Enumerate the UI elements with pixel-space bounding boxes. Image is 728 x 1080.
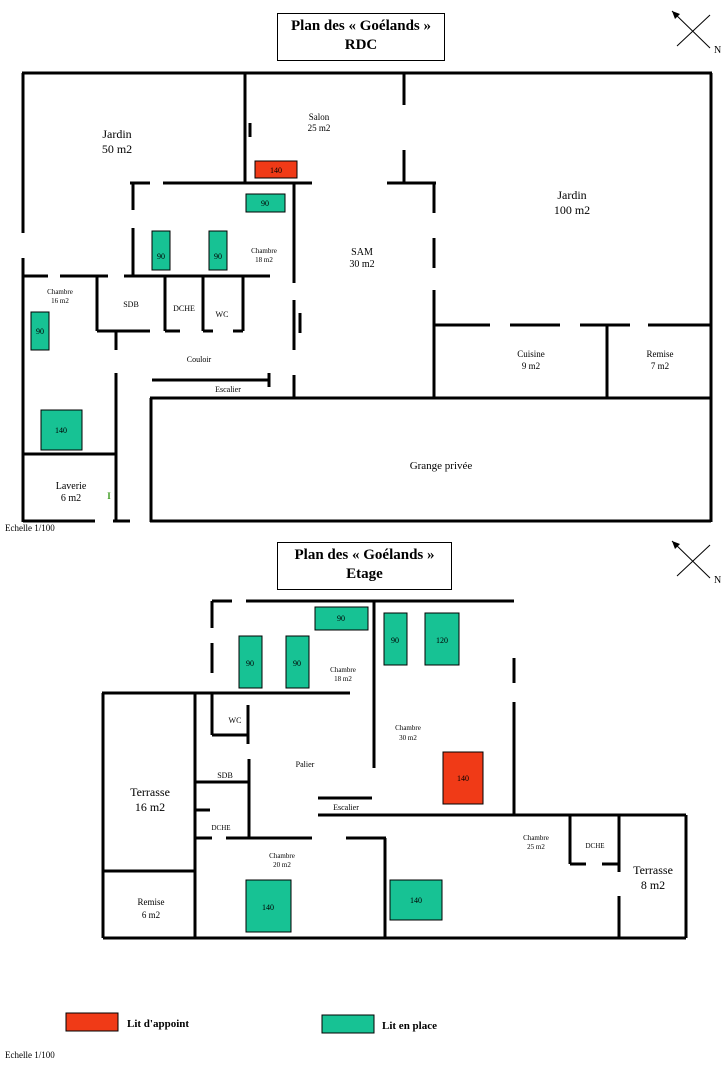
legend-en-place-label: Lit en place <box>382 1020 437 1032</box>
bed-label: 90 <box>293 659 301 668</box>
room-name: DCHE <box>173 304 195 313</box>
room-name: Jardin <box>557 188 586 202</box>
room-area: 50 m2 <box>102 142 132 156</box>
etage-title-line2: Etage <box>346 566 383 582</box>
room-area: 20 m2 <box>273 861 291 869</box>
room-name: Chambre <box>251 247 277 255</box>
room-area: 100 m2 <box>554 203 590 217</box>
room-area: 6 m2 <box>142 910 160 920</box>
bed-en-place <box>208 230 228 271</box>
room-name: DCHE <box>585 842 604 850</box>
rdc-title: Plan des « Goélands » RDC <box>277 13 445 61</box>
bed-label: 90 <box>246 659 254 668</box>
room-area: 30 m2 <box>349 259 374 270</box>
rdc-title-line2: RDC <box>344 37 378 53</box>
bed-label: 90 <box>214 252 222 261</box>
room-name: Chambre <box>330 666 356 674</box>
bed-en-place <box>40 409 83 451</box>
room-name: Salon <box>309 112 330 122</box>
bed-label: 90 <box>36 327 44 336</box>
bed-en-place <box>314 606 369 631</box>
room-name: Chambre <box>269 852 295 860</box>
bed-appoint <box>254 160 298 179</box>
room-name: WC <box>216 310 229 319</box>
room-name: Remise <box>647 349 674 359</box>
room-name: DCHE <box>211 824 230 832</box>
etage-north-arrow-icon <box>671 540 711 579</box>
rdc-labels: Jardin 50 m2 Salon 25 m2 Jardin 100 m2 C… <box>5 112 674 533</box>
room-area: 9 m2 <box>522 361 540 371</box>
legend: Lit d'appoint Lit en place Echelle 1/100 <box>5 1012 437 1060</box>
bed-label: 90 <box>157 252 165 261</box>
room-area: 25 m2 <box>527 843 545 851</box>
room-name: Couloir <box>187 355 212 364</box>
room-name: Chambre <box>395 724 421 732</box>
room-area: 6 m2 <box>61 493 81 504</box>
bed-label: 140 <box>410 896 422 905</box>
etage-scale: Echelle 1/100 <box>5 1050 55 1060</box>
room-name: Chambre <box>47 288 73 296</box>
rdc-plan: N <box>5 10 721 533</box>
rdc-north-arrow-icon <box>671 10 711 49</box>
room-name: Terrasse <box>633 863 673 877</box>
room-name: Terrasse <box>130 785 170 799</box>
etage-title-line1: Plan des « Goélands » <box>294 547 435 563</box>
room-name: SAM <box>351 247 373 258</box>
etage-walls <box>101 599 688 940</box>
bed-en-place <box>245 879 292 933</box>
rdc-scale: Echelle 1/100 <box>5 523 55 533</box>
legend-en-place-swatch <box>321 1014 375 1034</box>
etage-plan: N <box>101 540 721 940</box>
room-name: Cuisine <box>517 349 545 359</box>
rdc-north-label: N <box>714 45 721 56</box>
etage-beds: 90 90 120 90 90 140 140 140 <box>238 606 484 933</box>
room-area: 18 m2 <box>255 256 273 264</box>
room-area: 25 m2 <box>308 123 331 133</box>
laverie-mark: I <box>107 491 111 501</box>
bed-en-place <box>30 311 50 351</box>
bed-label: 140 <box>457 774 469 783</box>
bed-en-place <box>389 879 443 921</box>
room-area: 8 m2 <box>641 878 665 892</box>
room-name: SDB <box>217 771 233 780</box>
bed-appoint <box>442 751 484 805</box>
room-name: SDB <box>123 300 139 309</box>
rdc-walls <box>21 71 713 523</box>
bed-en-place <box>245 193 286 213</box>
bed-en-place <box>238 635 263 689</box>
rdc-title-line1: Plan des « Goélands » <box>290 18 432 34</box>
rdc-beds: 140 90 90 90 90 140 <box>30 160 298 451</box>
room-area: 7 m2 <box>651 361 669 371</box>
legend-appoint-swatch <box>65 1012 119 1032</box>
bed-label: 140 <box>55 426 67 435</box>
bed-label: 90 <box>391 636 399 645</box>
etage-title: Plan des « Goélands » Etage <box>277 542 452 590</box>
bed-en-place <box>285 635 310 689</box>
bed-en-place <box>383 612 408 666</box>
room-name: Palier <box>296 760 315 769</box>
room-name: Remise <box>138 897 165 907</box>
room-area: 18 m2 <box>334 675 352 683</box>
room-name: Jardin <box>102 127 131 141</box>
bed-en-place <box>424 612 460 666</box>
room-area: 30 m2 <box>399 734 417 742</box>
bed-label: 90 <box>337 614 345 623</box>
room-name: Laverie <box>56 481 87 492</box>
room-name: Chambre <box>523 834 549 842</box>
room-name: Escalier <box>215 385 241 394</box>
legend-appoint-label: Lit d'appoint <box>127 1018 189 1030</box>
room-name: Grange privée <box>410 460 473 472</box>
bed-label: 90 <box>261 199 269 208</box>
room-area: 16 m2 <box>51 297 69 305</box>
room-area: 16 m2 <box>135 800 165 814</box>
bed-en-place <box>151 230 171 271</box>
etage-north-label: N <box>714 575 721 586</box>
bed-label: 140 <box>262 903 274 912</box>
bed-label: 140 <box>270 166 282 175</box>
room-name: WC <box>229 716 242 725</box>
bed-label: 120 <box>436 636 448 645</box>
etage-labels: Chambre 18 m2 WC Chambre 30 m2 Terrasse … <box>130 666 673 920</box>
room-name: Escalier <box>333 803 359 812</box>
